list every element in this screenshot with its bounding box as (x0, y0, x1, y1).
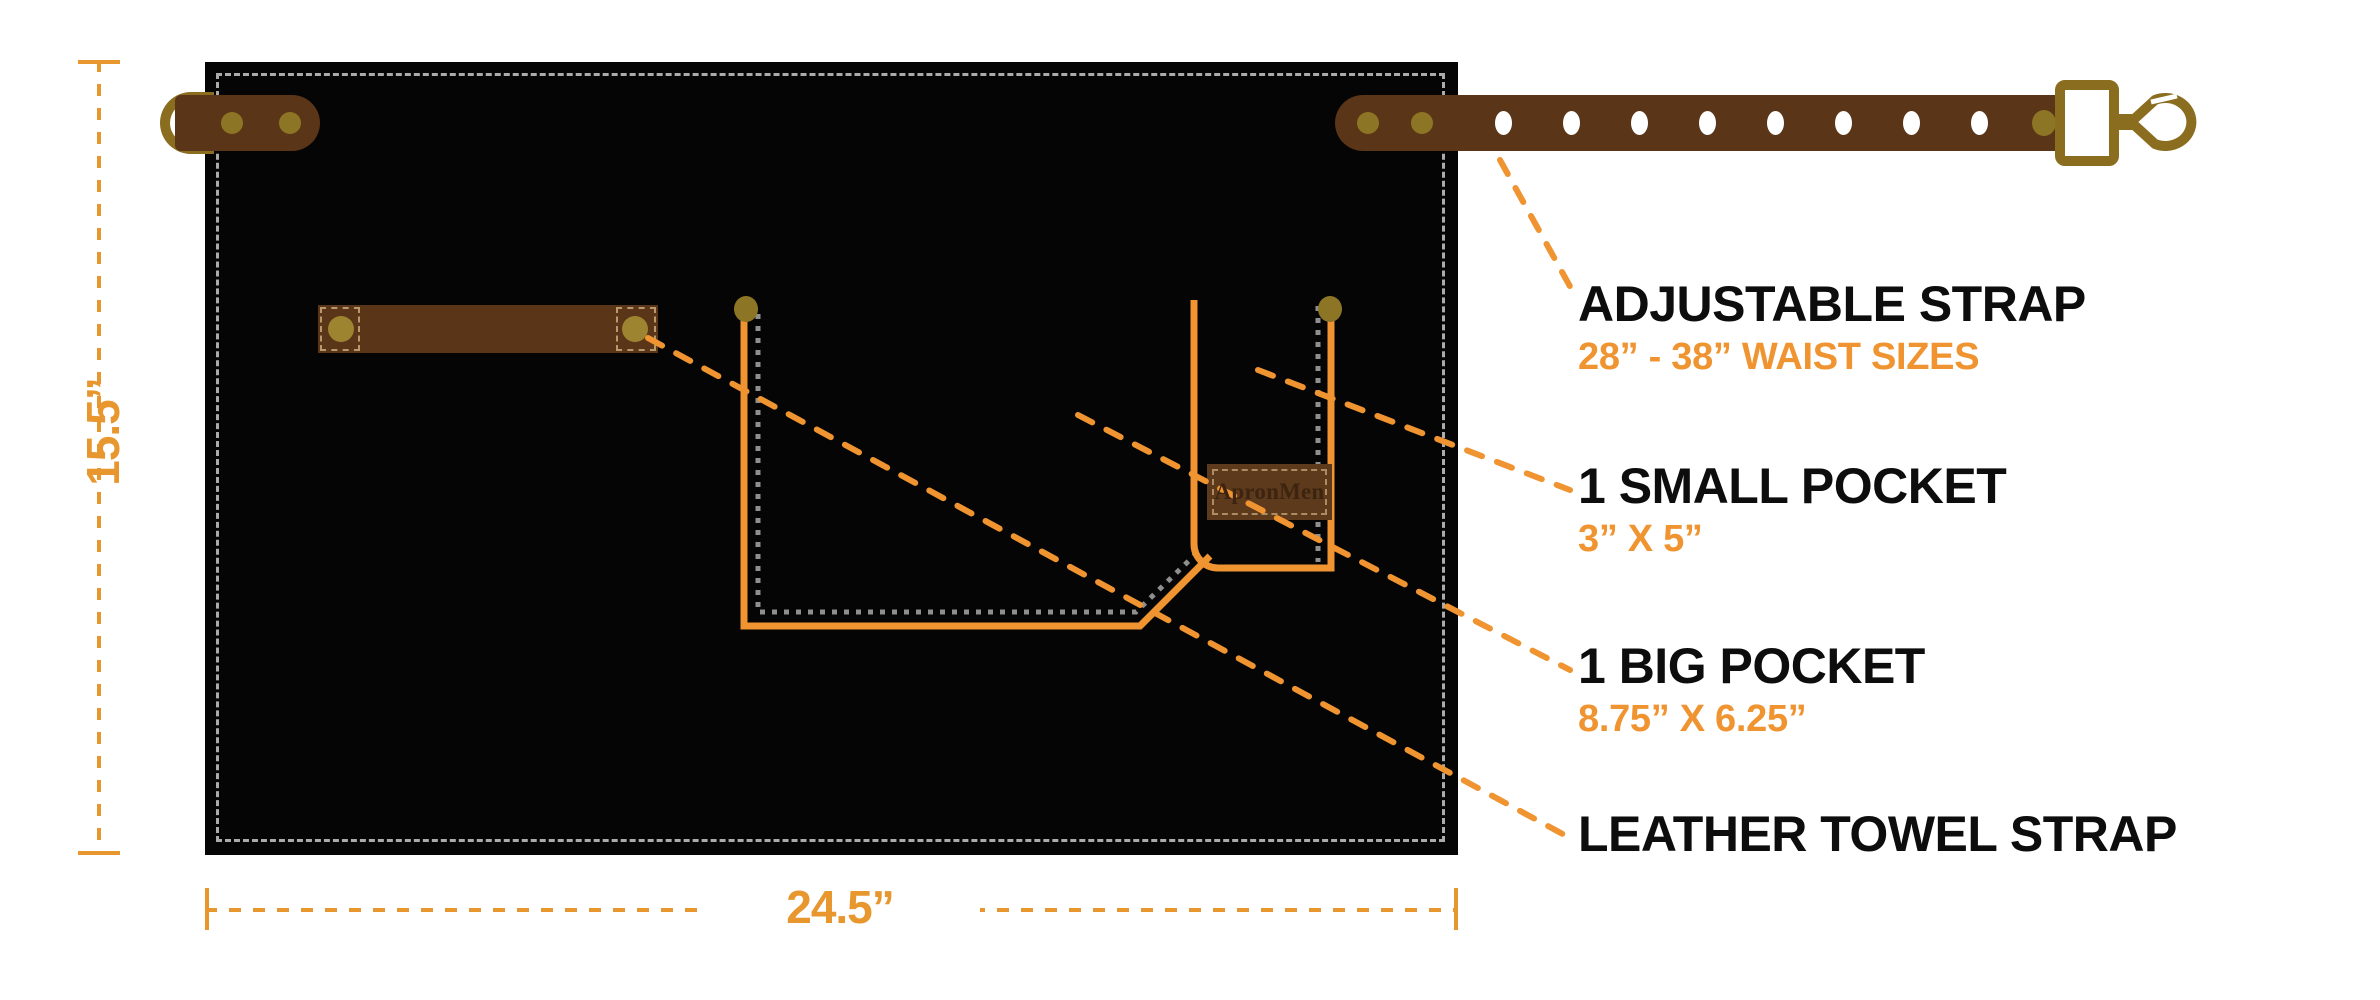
small-pocket-outline (1190, 300, 1335, 575)
height-dimension-cap-bottom (78, 851, 120, 855)
strap-hole-icon (1631, 111, 1648, 135)
strap-hole-icon (1903, 111, 1920, 135)
strap-hole-icon (1495, 111, 1512, 135)
rivet-icon (221, 112, 243, 134)
leather-towel-strap (318, 305, 658, 353)
strap-hole-icon (1767, 111, 1784, 135)
stitch-block (616, 307, 656, 351)
callout-subtitle: 3” X 5” (1578, 518, 1703, 560)
callout-title: 1 BIG POCKET (1578, 638, 1925, 694)
width-dimension-label: 24.5” (700, 880, 980, 934)
height-dimension-line (97, 60, 101, 855)
buckle-tongue-icon (2110, 114, 2132, 130)
brand-patch-label: ApronMen (1214, 479, 1325, 504)
rivet-icon (734, 296, 758, 322)
rivet-icon (1411, 112, 1433, 134)
height-dimension-cap-top (78, 60, 120, 64)
callout-title: ADJUSTABLE STRAP (1578, 276, 2086, 332)
strap-hole-icon (1563, 111, 1580, 135)
swivel-snap-hook-icon (2125, 86, 2205, 158)
adjustable-strap-band (1440, 95, 2060, 151)
strap-hole-icon (1835, 111, 1852, 135)
left-strap-tab (175, 95, 320, 151)
callout-title: LEATHER TOWEL STRAP (1578, 806, 2177, 862)
strap-hole-icon (1971, 111, 1988, 135)
rivet-icon (1318, 296, 1342, 322)
rivet-icon (622, 316, 648, 342)
stitch-block (320, 307, 360, 351)
callout-small-pocket: 1 SMALL POCKET 3” X 5” (1578, 458, 2007, 562)
callout-leather-towel-strap: LEATHER TOWEL STRAP (1578, 808, 2177, 860)
rivet-icon (279, 112, 301, 134)
callout-big-pocket: 1 BIG POCKET 8.75” X 6.25” (1578, 640, 1925, 742)
callout-subtitle: 8.75” X 6.25” (1578, 698, 1807, 740)
callout-subtitle: 28” - 38” WAIST SIZES (1578, 336, 1980, 378)
buckle-icon (2055, 80, 2119, 166)
rivet-icon (1357, 112, 1379, 134)
height-dimension-label: 15.5” (77, 378, 129, 486)
width-dimension-cap-left (205, 888, 209, 930)
rivet-icon (2032, 110, 2056, 136)
brand-patch: ApronMen (1207, 464, 1332, 520)
strap-hole-icon (1699, 111, 1716, 135)
rivet-icon (328, 316, 354, 342)
callout-adjustable-strap: ADJUSTABLE STRAP 28” - 38” WAIST SIZES (1578, 278, 2086, 380)
width-dimension-cap-right (1454, 888, 1458, 930)
callout-title: 1 SMALL POCKET (1578, 458, 2007, 514)
